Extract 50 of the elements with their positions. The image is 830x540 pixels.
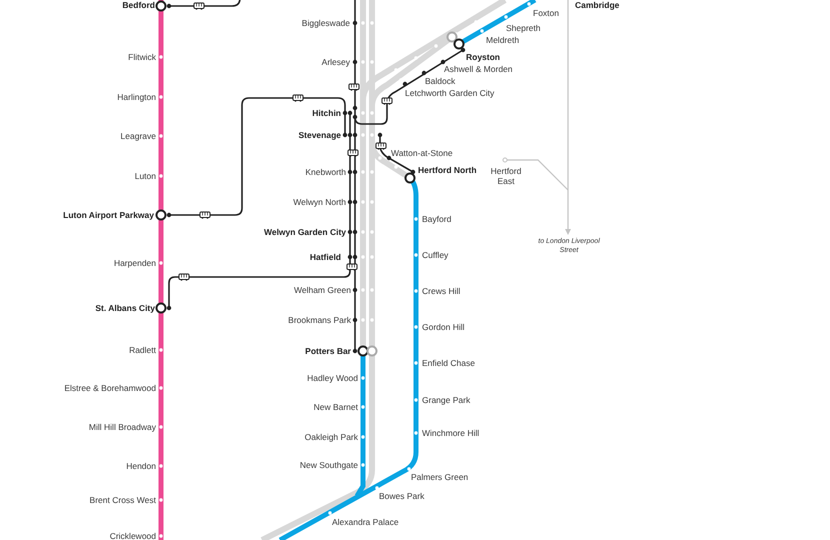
station-label: Luton Airport Parkway [63, 210, 154, 220]
station-label: St. Albans City [95, 303, 155, 313]
station-label: Biggleswade [302, 18, 350, 28]
station-label: Hertford North [418, 165, 477, 175]
station-label: Winchmore Hill [422, 428, 480, 438]
station-label: Arlesey [322, 57, 350, 67]
station-label: Hitchin [312, 108, 341, 118]
station-label: Enfield Chase [422, 358, 475, 368]
station-label: Shepreth [506, 23, 540, 33]
station-label: Radlett [129, 345, 156, 355]
station-label: Cricklewood [110, 531, 156, 540]
station-label: Cuffley [422, 250, 448, 260]
station-label: Hatfield [310, 252, 341, 262]
station-label: Hadley Wood [307, 373, 358, 383]
station-label: Elstree & Borehamwood [64, 383, 156, 393]
station-label: Royston [466, 52, 500, 62]
station-label: Welham Green [294, 285, 351, 295]
station-label: Alexandra Palace [332, 517, 399, 527]
station-label: Hendon [126, 461, 156, 471]
station-label: Ashwell & Morden [444, 64, 513, 74]
station-label: Letchworth Garden City [405, 88, 494, 98]
station-label: Gordon Hill [422, 322, 465, 332]
station-label: Flitwick [128, 52, 156, 62]
station-label: Hertford East [490, 166, 522, 186]
station-label: Bayford [422, 214, 452, 224]
station-label: Harlington [117, 92, 156, 102]
station-label: Bowes Park [379, 491, 424, 501]
station-label: Watton-at-Stone [391, 148, 453, 158]
station-label: Welwyn Garden City [264, 227, 346, 237]
station-label: Knebworth [305, 167, 346, 177]
station-label: Potters Bar [305, 346, 351, 356]
station-label: Luton [134, 171, 156, 181]
station-label: Foxton [533, 8, 559, 18]
station-label: Oakleigh Park [304, 432, 358, 442]
station-label: Welwyn North [293, 197, 346, 207]
station-label: Grange Park [422, 395, 470, 405]
station-label: Brent Cross West [90, 495, 156, 505]
station-label: Stevenage [298, 130, 341, 140]
station-label: Leagrave [120, 131, 156, 141]
station-label: Harpenden [114, 258, 156, 268]
station-label: Brookmans Park [288, 315, 351, 325]
station-label: Crews Hill [422, 286, 460, 296]
station-label: New Southgate [300, 460, 358, 470]
station-label: Baldock [425, 76, 456, 86]
station-label: Bedford [122, 0, 155, 10]
station-label: Cambridge [575, 0, 620, 10]
station-label: Palmers Green [411, 472, 468, 482]
station-label: Meldreth [486, 35, 520, 45]
station-label: Mill Hill Broadway [88, 422, 156, 432]
station-label: New Barnet [314, 402, 358, 412]
